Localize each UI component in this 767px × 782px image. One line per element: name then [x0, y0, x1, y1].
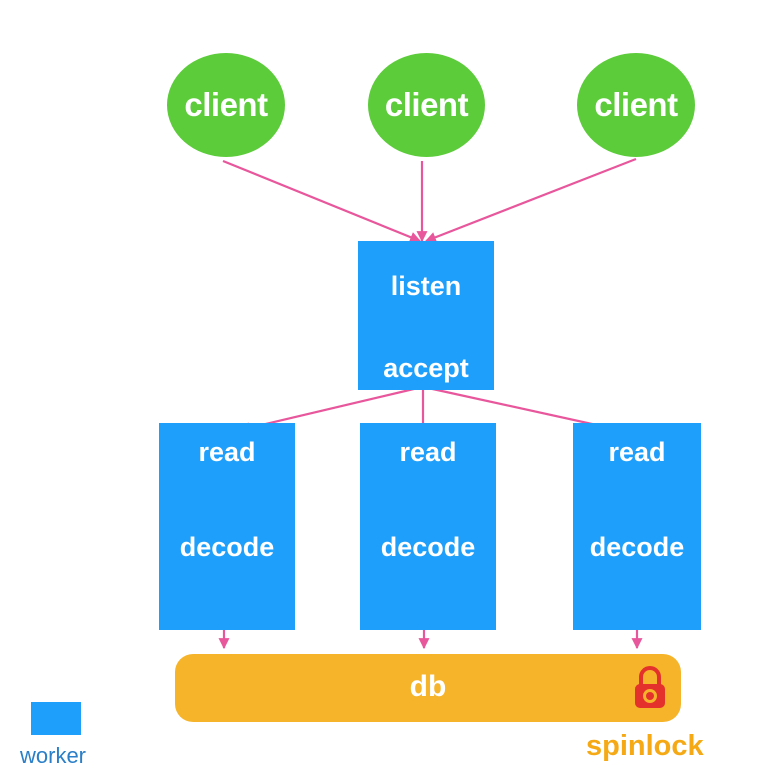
read-label: read [608, 437, 666, 467]
client-node-2: client [368, 53, 485, 157]
worker-box-1: read decode [159, 423, 295, 630]
legend-worker-swatch [31, 702, 81, 735]
worker-box-2: read decode [360, 423, 496, 630]
client-label: client [184, 86, 268, 123]
decode-label: decode [380, 532, 476, 562]
db-label: db [409, 670, 447, 703]
edge-client1-listen [222, 159, 422, 243]
read-label: read [399, 437, 457, 467]
db-bar: db [175, 654, 681, 722]
spinlock-label: spinlock [586, 730, 704, 762]
edge-client3-listen [424, 157, 637, 243]
decode-label: decode [589, 532, 685, 562]
legend-worker-label: worker [20, 743, 87, 768]
client-node-1: client [167, 53, 285, 157]
client-node-3: client [577, 53, 695, 157]
listen-label: listen [390, 271, 462, 301]
listener-box: listen accept [358, 241, 494, 390]
accept-label: accept [383, 353, 469, 383]
client-label: client [594, 86, 678, 123]
client-label: client [384, 86, 469, 123]
read-label: read [198, 437, 256, 467]
worker-box-3: read decode [573, 423, 701, 630]
decode-label: decode [179, 532, 275, 562]
lock-icon [635, 666, 665, 708]
